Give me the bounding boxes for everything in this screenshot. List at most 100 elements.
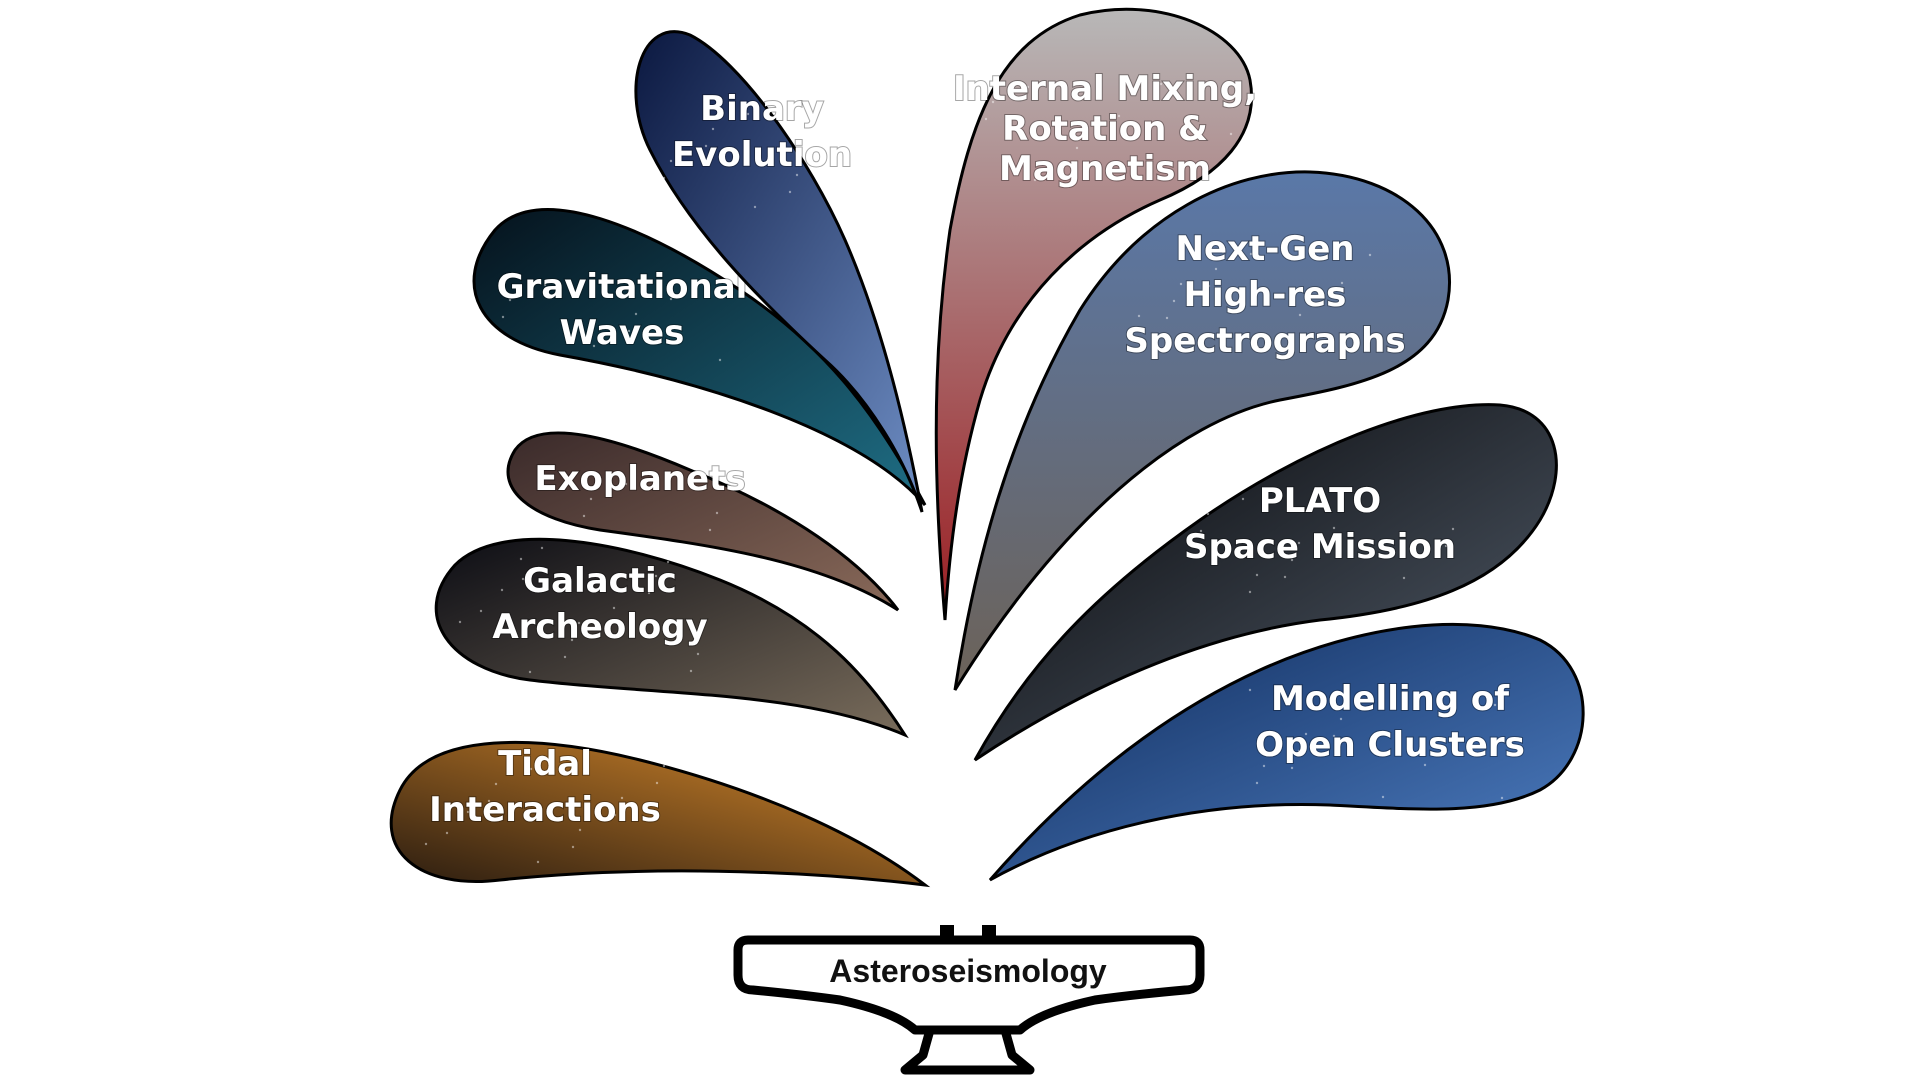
petal-speck bbox=[424, 842, 428, 846]
petal-label-tidal: Tidal bbox=[498, 744, 592, 784]
petal-speck bbox=[1297, 541, 1301, 545]
petal-speck bbox=[669, 297, 673, 301]
petal-speck bbox=[753, 205, 757, 209]
petal-speck bbox=[673, 543, 677, 547]
petal-speck bbox=[1368, 253, 1372, 257]
petal-speck bbox=[571, 845, 575, 849]
petal-speck bbox=[543, 283, 547, 287]
petal-speck bbox=[1451, 527, 1455, 531]
petal-speck bbox=[879, 109, 883, 113]
petal-speck bbox=[795, 173, 799, 177]
petal-speck bbox=[519, 557, 523, 561]
petal-shape-plato bbox=[973, 403, 1558, 762]
petals-group: TidalInteractionsGalacticArcheologyExopl… bbox=[389, 7, 1585, 888]
petal-speck bbox=[718, 358, 722, 362]
petal-speck bbox=[1493, 703, 1497, 707]
petal-speck bbox=[1340, 281, 1344, 285]
petal-label-spectrographs: Next-Gen bbox=[1176, 229, 1355, 269]
petal-speck bbox=[521, 577, 525, 581]
petal-speck bbox=[1221, 250, 1225, 254]
petal-speck bbox=[1248, 590, 1252, 594]
petal-speck bbox=[624, 482, 628, 486]
petal-speck bbox=[1165, 316, 1169, 320]
petal-label-mixing: Internal Mixing, bbox=[953, 69, 1257, 109]
petal-label-mixing: Magnetism bbox=[999, 149, 1211, 189]
petal-speck bbox=[1402, 576, 1406, 580]
petal-speck bbox=[605, 623, 609, 627]
petal-speck bbox=[1374, 494, 1378, 498]
petal-speck bbox=[1130, 331, 1134, 335]
petal-speck bbox=[1206, 512, 1210, 516]
petal-speck bbox=[1117, 114, 1121, 118]
petal-speck bbox=[1179, 282, 1183, 286]
petal-speck bbox=[1262, 764, 1266, 768]
petal-speck bbox=[578, 828, 582, 832]
petal-label-binary: Evolution bbox=[672, 135, 852, 175]
petal-mixing: Internal Mixing,Rotation &Magnetism bbox=[934, 7, 1258, 621]
petal-exoplanets: Exoplanets bbox=[498, 431, 900, 612]
petal-speck bbox=[1214, 267, 1218, 271]
petal-speck bbox=[696, 652, 700, 656]
petal-speck bbox=[1213, 495, 1217, 499]
petal-speck bbox=[634, 312, 638, 316]
petal-speck bbox=[1451, 735, 1455, 739]
petal-speck bbox=[715, 511, 719, 515]
petal-shape-clusters bbox=[988, 622, 1585, 882]
petal-speck bbox=[536, 860, 540, 864]
petal-speck bbox=[984, 117, 988, 121]
petal-speck bbox=[612, 606, 616, 610]
petal-speck bbox=[998, 83, 1002, 87]
petal-speck bbox=[746, 112, 750, 116]
petal-speck bbox=[500, 588, 504, 592]
base-stem bbox=[900, 1025, 1035, 1075]
petal-speck bbox=[589, 497, 593, 501]
petal-speck bbox=[1444, 544, 1448, 548]
petal-speck bbox=[1082, 129, 1086, 133]
petal-speck bbox=[620, 796, 624, 800]
petal-speck bbox=[1255, 573, 1259, 577]
petal-speck bbox=[708, 528, 712, 532]
petal-speck bbox=[1241, 497, 1245, 501]
petal-speck bbox=[582, 514, 586, 518]
petal-speck bbox=[654, 574, 658, 578]
petal-speck bbox=[1248, 688, 1252, 692]
petal-speck bbox=[1298, 313, 1302, 317]
petal-label-tidal: Interactions bbox=[429, 790, 661, 830]
petal-shape-mixing bbox=[934, 7, 1253, 621]
petal-speck bbox=[627, 191, 631, 195]
petal-speck bbox=[445, 831, 449, 835]
petal-speck bbox=[487, 799, 491, 803]
petal-speck bbox=[1381, 795, 1385, 799]
petal-label-clusters: Modelling of bbox=[1271, 679, 1510, 719]
petal-label-clusters: Open Clusters bbox=[1255, 725, 1525, 765]
petal-speck bbox=[669, 159, 673, 163]
asteroseismology-base: Asteroseismology bbox=[733, 925, 1205, 1075]
petal-speck bbox=[1040, 161, 1044, 165]
petal-shape-binary bbox=[634, 30, 924, 513]
petal-speck bbox=[711, 127, 715, 131]
petal-speck bbox=[837, 141, 841, 145]
petal-shape-spectrographs bbox=[953, 170, 1451, 691]
petal-speck bbox=[458, 620, 462, 624]
petal-speck bbox=[647, 591, 651, 595]
petal-label-gravitational: Gravitational bbox=[497, 267, 748, 307]
petal-speck bbox=[1332, 526, 1336, 530]
petal-shape-exoplanets bbox=[506, 431, 900, 612]
petal-speck bbox=[577, 621, 581, 625]
petal-speck bbox=[1137, 314, 1141, 318]
petal-speck bbox=[547, 529, 551, 533]
petal-speck bbox=[662, 764, 666, 768]
petal-label-spectrographs: High-res bbox=[1184, 275, 1347, 315]
petal-speck bbox=[528, 670, 532, 674]
petal-speck bbox=[1290, 558, 1294, 562]
petal-speck bbox=[620, 98, 624, 102]
petal-speck bbox=[1229, 132, 1233, 136]
petal-speck bbox=[676, 280, 680, 284]
petal-speck bbox=[613, 813, 617, 817]
petal-speck bbox=[1283, 575, 1287, 579]
petal-shape-tidal bbox=[389, 740, 931, 888]
petal-speck bbox=[498, 468, 502, 472]
petal-label-mixing: Rotation & bbox=[1002, 109, 1208, 149]
